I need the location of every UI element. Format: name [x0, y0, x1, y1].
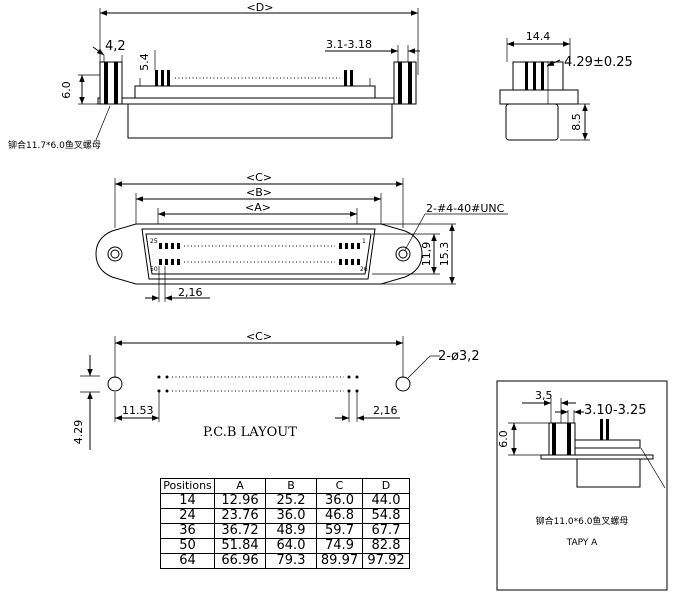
- table-cell: 64.0: [265, 538, 317, 554]
- table-cell: 48.9: [265, 523, 317, 539]
- table-cell: 12.96: [214, 493, 266, 509]
- table-cell: 50: [160, 538, 215, 554]
- dimension-table: Positions A B C D 14 12.96 25.2 36.0 44.…: [160, 478, 410, 569]
- table-cell: 74.9: [316, 538, 363, 554]
- dim-11-53-label: 11.53: [122, 404, 154, 417]
- detail-dim-3-5-label: 3,5: [535, 389, 553, 402]
- table-header-a: A: [214, 478, 266, 494]
- detail-dim-pitch-label: 3.10-3.25: [584, 403, 647, 418]
- dim-tol-label: 4.29±0.25: [564, 55, 633, 70]
- screw-note: 2-#4-40#UNC: [426, 202, 505, 215]
- table-row: 36 36.72 48.9 59.7 67.7: [160, 523, 410, 539]
- table-cell: 51.84: [214, 538, 266, 554]
- front-view: <C> <B> <A>: [95, 171, 508, 302]
- dim-11-9-label: 11,9: [420, 242, 433, 267]
- table-cell: 59.7: [316, 523, 363, 539]
- detail-nut-note: 铆合11.0*6.0鱼叉螺母: [536, 515, 629, 527]
- table-cell: 97.92: [362, 553, 410, 569]
- dim-4-2-label: 4,2: [105, 39, 126, 54]
- side-view: <D> 4,2 5.4 6.0: [8, 1, 420, 151]
- table-row: 64 66.96 79.3 89.97 97.92: [160, 553, 410, 569]
- table-header-b: B: [265, 478, 317, 494]
- table-cell: 23.76: [214, 508, 266, 524]
- dim-b-label: <B>: [246, 186, 272, 199]
- detail-dim-6-0-label: 6.0: [497, 430, 510, 448]
- dim-6-0-label: 6.0: [60, 81, 73, 99]
- dim-c-label: <C>: [246, 171, 272, 184]
- table-cell: 89.97: [316, 553, 363, 569]
- table-cell: 36.0: [316, 493, 363, 509]
- pin-label-1: 1: [362, 238, 366, 245]
- dim-5-4-label: 5.4: [138, 53, 151, 71]
- table-row: 14 12.96 25.2 36.0 44.0: [160, 493, 410, 509]
- table-cell: 24: [160, 508, 215, 524]
- table-header-d: D: [362, 478, 410, 494]
- table-cell: 66.96: [214, 553, 266, 569]
- pcb-layout-title: P.C.B LAYOUT: [203, 425, 297, 440]
- pcb-dim-c-label: <C>: [246, 330, 272, 343]
- dim-2-16-label: 2,16: [178, 286, 203, 299]
- dim-8-5-label: 8.5: [570, 113, 583, 131]
- detail-label: TAPY A: [566, 538, 599, 548]
- pin-label-25: 25: [150, 238, 158, 245]
- dim-15-3-label: 15.3: [438, 242, 451, 267]
- table-cell: 44.0: [362, 493, 410, 509]
- nut-note: 铆合11.7*6.0鱼叉螺母: [8, 139, 101, 151]
- table-header-c: C: [316, 478, 363, 494]
- table-cell: 54.8: [362, 508, 410, 524]
- pin-label-26: 26: [360, 266, 368, 273]
- table-cell: 67.7: [362, 523, 410, 539]
- dim-4-29-label: 4.29: [72, 420, 85, 445]
- dim-pitch-label: 3.1-3.18: [326, 38, 372, 51]
- pcb-layout: <C> 2-ø3,2 11.53 2,16 4.29 P.C.B LAYOUT: [72, 330, 480, 450]
- dim-a-label: <A>: [245, 201, 271, 214]
- table-header-row: Positions A B C D: [160, 478, 410, 494]
- dim-14-4-label: 14.4: [526, 30, 551, 43]
- table-cell: 82.8: [362, 538, 410, 554]
- table-cell: 46.8: [316, 508, 363, 524]
- table-cell: 36.72: [214, 523, 266, 539]
- table-row: 50 51.84 64.0 74.9 82.8: [160, 538, 410, 554]
- pcb-dim-2-16-label: 2,16: [373, 404, 398, 417]
- table-cell: 64: [160, 553, 215, 569]
- dim-d-label: <D>: [247, 1, 274, 14]
- table-cell: 36: [160, 523, 215, 539]
- detail-box: 3,5 3.10-3.25 6.0 铆合11.0*6.0鱼叉螺母 TAPY A: [496, 380, 668, 591]
- table-cell: 79.3: [265, 553, 317, 569]
- table-header-positions: Positions: [160, 478, 215, 494]
- pin-label-50: 50: [150, 266, 158, 273]
- table-cell: 14: [160, 493, 215, 509]
- table-cell: 25.2: [265, 493, 317, 509]
- end-view: 14.4 4.29±0.25 8.5: [499, 30, 633, 141]
- table-row: 24 23.76 36.0 46.8 54.8: [160, 508, 410, 524]
- table-cell: 36.0: [265, 508, 317, 524]
- hole-note: 2-ø3,2: [438, 349, 480, 364]
